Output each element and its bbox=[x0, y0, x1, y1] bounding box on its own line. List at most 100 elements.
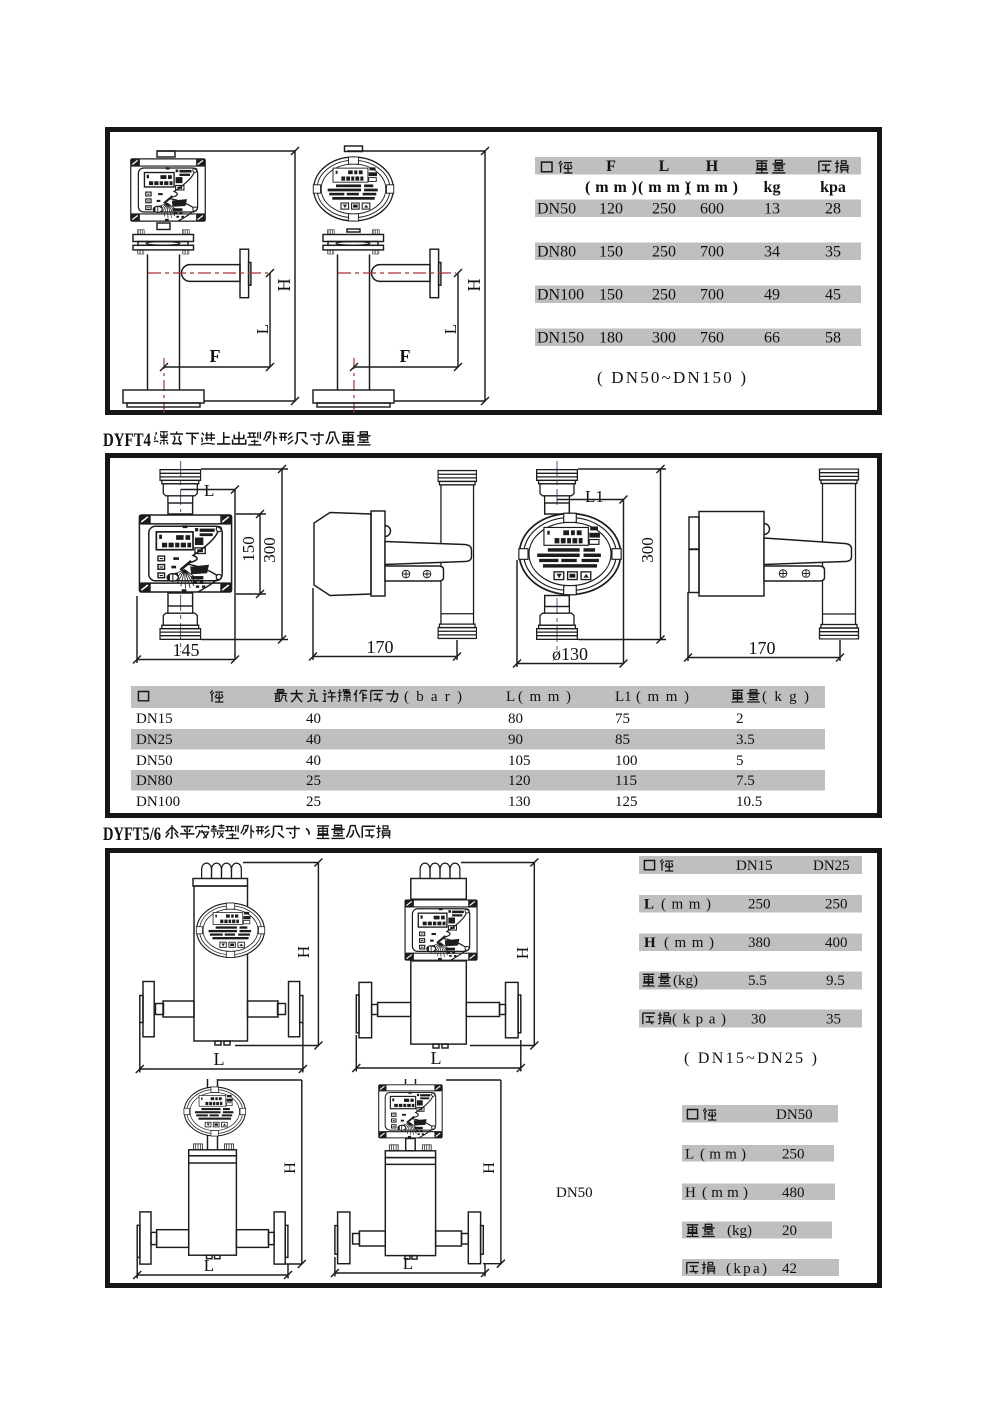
svg-text:H: H bbox=[481, 1162, 498, 1174]
svg-text:480: 480 bbox=[782, 1185, 805, 1201]
svg-text:(mm): (mm) bbox=[638, 179, 690, 196]
svg-text:DN50: DN50 bbox=[537, 201, 576, 218]
svg-text:(kpa): (kpa) bbox=[672, 1012, 726, 1028]
svg-text:DN80: DN80 bbox=[136, 773, 173, 789]
svg-text:170: 170 bbox=[367, 637, 394, 657]
svg-text:30: 30 bbox=[751, 1012, 766, 1028]
svg-text:DN100: DN100 bbox=[136, 794, 180, 810]
svg-text:180: 180 bbox=[599, 330, 623, 347]
svg-text:250: 250 bbox=[782, 1147, 805, 1163]
svg-text:(mm): (mm) bbox=[585, 179, 637, 196]
svg-text:49: 49 bbox=[764, 287, 780, 304]
svg-text:40: 40 bbox=[306, 732, 321, 748]
svg-text:5.5: 5.5 bbox=[748, 973, 767, 989]
svg-text:170: 170 bbox=[749, 638, 776, 658]
svg-text:35: 35 bbox=[826, 1012, 841, 1028]
svg-text:DN80: DN80 bbox=[537, 244, 576, 261]
svg-text:20: 20 bbox=[782, 1223, 797, 1239]
svg-text:kg: kg bbox=[764, 179, 781, 196]
svg-text:DYFT4: DYFT4 bbox=[103, 430, 151, 451]
svg-text:120: 120 bbox=[508, 773, 531, 789]
svg-text:H: H bbox=[706, 158, 719, 175]
svg-text:F: F bbox=[606, 158, 616, 175]
svg-text:80: 80 bbox=[508, 711, 523, 727]
svg-text:(kpa): (kpa) bbox=[726, 1261, 767, 1277]
svg-text:250: 250 bbox=[825, 897, 848, 913]
svg-text:DN25: DN25 bbox=[136, 732, 173, 748]
svg-text:(kg): (kg) bbox=[673, 973, 698, 989]
svg-text:L: L bbox=[506, 689, 515, 705]
svg-text:H: H bbox=[513, 947, 532, 959]
svg-text:(bar): (bar) bbox=[404, 689, 462, 705]
svg-text:34: 34 bbox=[764, 244, 780, 261]
svg-text:250: 250 bbox=[748, 897, 771, 913]
svg-text:150: 150 bbox=[599, 287, 623, 304]
svg-text:400: 400 bbox=[825, 935, 848, 951]
svg-text:(kg): (kg) bbox=[727, 1223, 752, 1239]
svg-text:250: 250 bbox=[652, 287, 676, 304]
svg-text:2: 2 bbox=[736, 711, 744, 727]
svg-text:125: 125 bbox=[615, 794, 638, 810]
svg-text:300: 300 bbox=[638, 537, 657, 563]
svg-text:L: L bbox=[644, 897, 654, 913]
svg-text:115: 115 bbox=[615, 773, 637, 789]
svg-text:L: L bbox=[204, 481, 214, 500]
svg-text:130: 130 bbox=[508, 794, 531, 810]
svg-text:100: 100 bbox=[615, 753, 638, 769]
svg-text:kpa: kpa bbox=[820, 179, 846, 196]
svg-text:145: 145 bbox=[173, 640, 200, 660]
svg-text:300: 300 bbox=[260, 537, 279, 563]
svg-text:( DN15~DN25 ): ( DN15~DN25 ) bbox=[684, 1050, 817, 1067]
svg-text:85: 85 bbox=[615, 732, 630, 748]
svg-text:3.5: 3.5 bbox=[736, 732, 755, 748]
svg-text:L: L bbox=[403, 1254, 413, 1273]
svg-text:L: L bbox=[659, 158, 670, 175]
svg-text:(mm): (mm) bbox=[686, 179, 738, 196]
svg-text:66: 66 bbox=[764, 330, 780, 347]
svg-text:L1: L1 bbox=[615, 689, 632, 705]
svg-text:600: 600 bbox=[700, 201, 724, 218]
svg-text:40: 40 bbox=[306, 711, 321, 727]
svg-text:DN100: DN100 bbox=[537, 287, 584, 304]
svg-text:380: 380 bbox=[748, 935, 771, 951]
svg-text:120: 120 bbox=[599, 201, 623, 218]
svg-text:40: 40 bbox=[306, 753, 321, 769]
svg-text:45: 45 bbox=[825, 287, 841, 304]
svg-text:DN25: DN25 bbox=[813, 858, 850, 874]
svg-text:DN50: DN50 bbox=[776, 1107, 813, 1123]
svg-text:H: H bbox=[685, 1185, 696, 1201]
svg-text:DN15: DN15 bbox=[736, 858, 773, 874]
svg-text:L: L bbox=[431, 1048, 442, 1068]
svg-text:( DN50~DN150 ): ( DN50~DN150 ) bbox=[597, 368, 746, 387]
svg-text:250: 250 bbox=[652, 201, 676, 218]
svg-text:F: F bbox=[210, 346, 221, 366]
svg-text:105: 105 bbox=[508, 753, 531, 769]
svg-text:H: H bbox=[644, 935, 656, 951]
svg-text:L: L bbox=[214, 1049, 225, 1069]
svg-text:9.5: 9.5 bbox=[826, 973, 845, 989]
svg-text:250: 250 bbox=[652, 244, 676, 261]
svg-text:35: 35 bbox=[825, 244, 841, 261]
svg-text:58: 58 bbox=[825, 330, 841, 347]
svg-text:25: 25 bbox=[306, 773, 321, 789]
svg-text:L: L bbox=[441, 324, 460, 334]
svg-text:42: 42 bbox=[782, 1261, 797, 1277]
svg-text:DYFT5/6: DYFT5/6 bbox=[103, 824, 161, 845]
svg-text:13: 13 bbox=[764, 201, 780, 218]
svg-text:7.5: 7.5 bbox=[736, 773, 755, 789]
svg-text:L1: L1 bbox=[585, 487, 604, 506]
svg-text:28: 28 bbox=[825, 201, 841, 218]
svg-text:700: 700 bbox=[700, 287, 724, 304]
svg-text:700: 700 bbox=[700, 244, 724, 261]
svg-text:H: H bbox=[274, 279, 294, 292]
svg-text:H: H bbox=[464, 279, 484, 292]
svg-text:DN150: DN150 bbox=[537, 330, 584, 347]
svg-text:10.5: 10.5 bbox=[736, 794, 762, 810]
svg-text:F: F bbox=[400, 346, 411, 366]
svg-text:300: 300 bbox=[652, 330, 676, 347]
svg-text:L: L bbox=[204, 1256, 214, 1275]
svg-text:75: 75 bbox=[615, 711, 630, 727]
svg-text:5: 5 bbox=[736, 753, 744, 769]
svg-text:150: 150 bbox=[599, 244, 623, 261]
svg-text:H: H bbox=[282, 1162, 299, 1174]
